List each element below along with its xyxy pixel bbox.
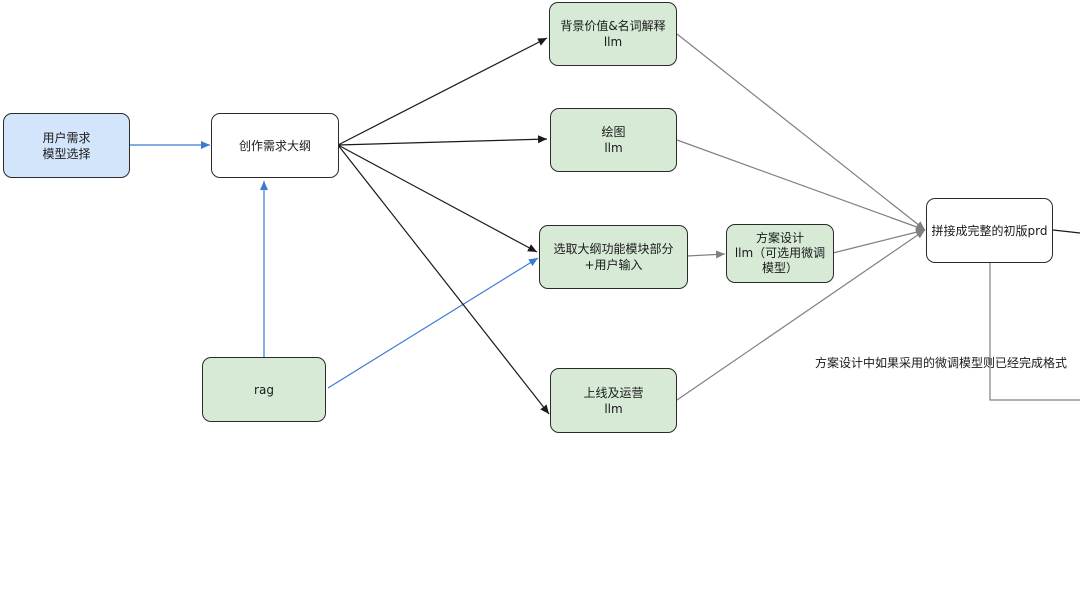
node-assemble-prd-label: 拼接成完整的初版prd: [931, 223, 1048, 238]
annotation-note-text: 方案设计中如果采用的微调模型则已经完成格式: [815, 356, 1068, 370]
node-solution-design-line3: 模型）: [761, 261, 798, 275]
edge-outline-to-background: [337, 37, 548, 146]
node-select-module-line1: 选取大纲功能模块部分: [553, 242, 674, 256]
node-launch-line2: llm: [604, 401, 623, 416]
edge-outline-to-launch: [337, 144, 550, 415]
node-drawing-line1: 绘图: [601, 125, 626, 139]
edge-launch-to-assemble: [676, 229, 926, 401]
edge-select-module-to-solution: [686, 250, 726, 259]
node-outline-label: 创作需求大纲: [238, 138, 311, 153]
node-user-requirement-line2: 模型选择: [42, 146, 91, 161]
edge-assemble-loop: [989, 262, 1080, 401]
node-select-module[interactable]: 选取大纲功能模块部分 +用户输入: [539, 225, 688, 289]
edge-outline-to-select-module: [337, 144, 538, 253]
edge-outline-to-drawing: [337, 135, 548, 146]
edge-assemble-right: [1052, 229, 1080, 234]
node-outline[interactable]: 创作需求大纲: [211, 113, 339, 178]
edge-rag-to-select-module: [327, 257, 539, 389]
node-launch[interactable]: 上线及运营 llm: [550, 368, 677, 433]
node-assemble-prd[interactable]: 拼接成完整的初版prd: [926, 198, 1053, 263]
node-rag[interactable]: rag: [202, 357, 326, 422]
node-user-requirement-line1: 用户需求: [42, 130, 91, 145]
node-background-line2: llm: [603, 35, 623, 49]
node-drawing-line2: llm: [604, 141, 623, 155]
node-rag-label: rag: [254, 382, 274, 397]
node-drawing[interactable]: 绘图 llm: [550, 108, 677, 172]
node-background[interactable]: 背景价值&名词解释 llm: [549, 2, 677, 66]
edge-background-to-assemble: [676, 33, 926, 231]
node-solution-design-line1: 方案设计: [755, 231, 804, 245]
node-background-line1: 背景价值&名词解释: [560, 19, 666, 33]
node-user-requirement[interactable]: 用户需求 模型选择: [3, 113, 130, 178]
node-launch-line1: 上线及运营: [583, 385, 644, 400]
node-solution-design[interactable]: 方案设计 llm（可选用微调 模型）: [726, 224, 834, 283]
node-select-module-line2: +用户输入: [584, 258, 643, 272]
node-solution-design-line2: llm（可选用微调: [734, 246, 826, 260]
edge-drawing-to-assemble: [676, 139, 926, 231]
annotation-note: 方案设计中如果采用的微调模型则已经完成格式: [815, 355, 1080, 371]
edge-solution-to-assemble: [832, 228, 926, 254]
